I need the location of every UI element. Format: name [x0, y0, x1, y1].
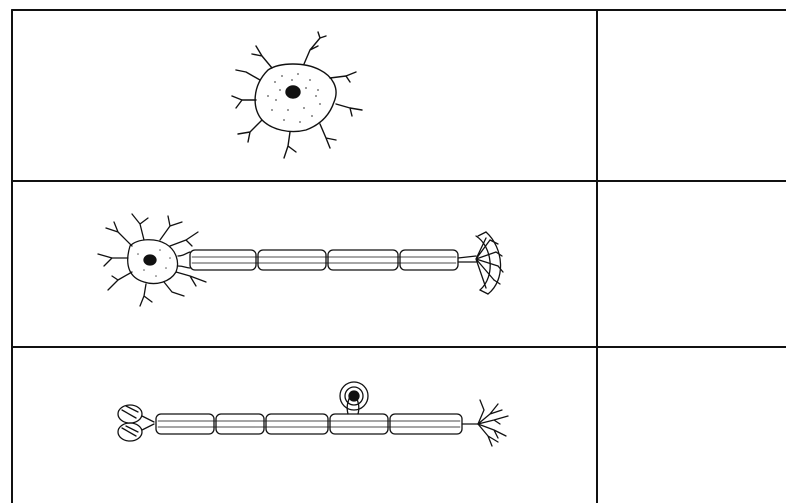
sensory-neuron-nucleus	[349, 391, 359, 401]
motor-neuron-myelin-sheath	[190, 250, 458, 270]
interneuron-figure	[232, 32, 362, 158]
sensory-neuron-figure	[118, 382, 508, 446]
sensory-neuron-myelin-sheath	[156, 414, 462, 434]
motor-end-plate	[476, 232, 503, 294]
motor-neuron-figure	[98, 214, 503, 306]
sensory-receptor-endings	[118, 405, 154, 441]
sensory-neuron-terminals	[478, 400, 508, 446]
interneuron-nucleus	[286, 86, 300, 98]
motor-neuron-nucleus	[144, 255, 156, 265]
